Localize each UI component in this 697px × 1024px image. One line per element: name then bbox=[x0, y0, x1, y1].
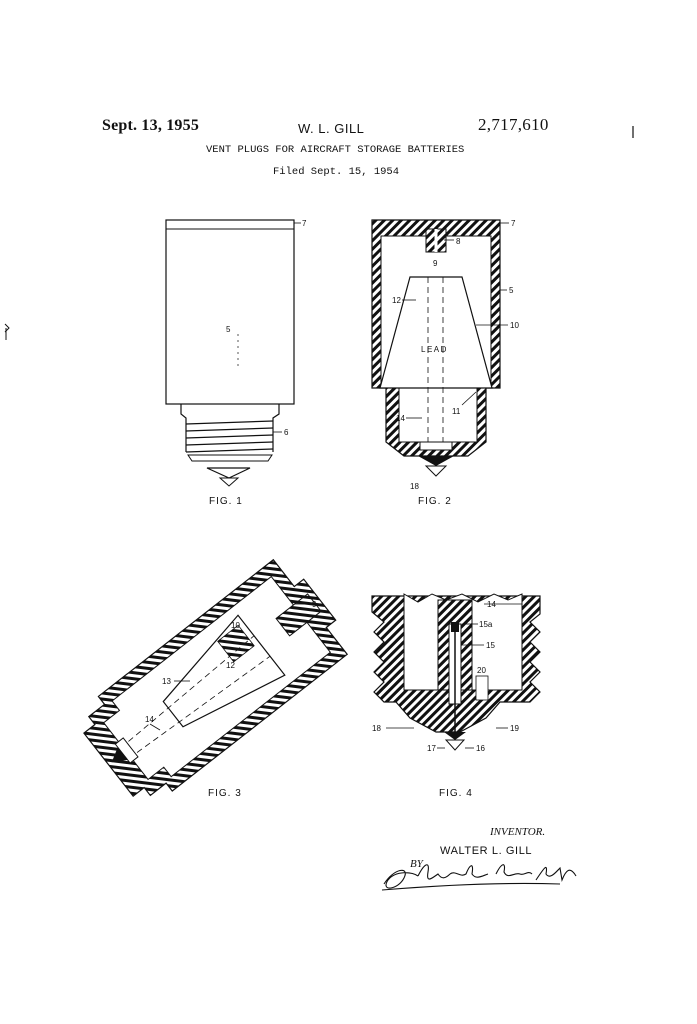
fig2-ref-14: 14 bbox=[396, 414, 405, 423]
inventor-name: WALTER L. GILL bbox=[440, 845, 533, 857]
fig4-ref-17: 17 bbox=[427, 744, 436, 753]
fig2-ref-9: 9 bbox=[433, 259, 438, 268]
fig3-ref-10: 10 bbox=[231, 621, 240, 630]
patent-number: 2,717,610 bbox=[478, 115, 549, 134]
page-mark bbox=[4, 323, 10, 340]
fig4-ref-16: 16 bbox=[476, 744, 485, 753]
fig1-ref-6: 6 bbox=[284, 428, 289, 437]
fig4-label: FIG. 4 bbox=[439, 788, 473, 799]
fig2-ref-10: 10 bbox=[510, 321, 519, 330]
fig2-ref-12: 12 bbox=[392, 296, 401, 305]
fig4-ref-15a: 15a bbox=[479, 620, 493, 629]
fig2-ref-5: 5 bbox=[509, 286, 514, 295]
fig1-label: FIG. 1 bbox=[209, 496, 243, 507]
fig2-ref-8: 8 bbox=[456, 237, 461, 246]
fig1-drawing bbox=[165, 219, 301, 487]
handwritten-signature bbox=[381, 864, 577, 891]
fig4-drawing bbox=[371, 593, 541, 751]
fig4-ref-19: 19 bbox=[510, 724, 519, 733]
fig1-ref-7: 7 bbox=[302, 219, 307, 228]
patent-title: VENT PLUGS FOR AIRCRAFT STORAGE BATTERIE… bbox=[206, 144, 465, 156]
patent-date: Sept. 13, 1955 bbox=[102, 117, 200, 134]
fig4-ref-18: 18 bbox=[372, 724, 381, 733]
inventor-short-name: W. L. GILL bbox=[298, 121, 365, 136]
fig4-ref-15: 15 bbox=[486, 641, 495, 650]
fig4-ref-20: 20 bbox=[477, 666, 486, 675]
fig3-label: FIG. 3 bbox=[208, 788, 242, 799]
fig2-ref-7: 7 bbox=[511, 219, 516, 228]
fig3-ref-14: 14 bbox=[145, 715, 154, 724]
fig2-ref-11: 11 bbox=[452, 407, 461, 416]
fig3-ref-13: 13 bbox=[162, 677, 171, 686]
fig2-label: FIG. 2 bbox=[418, 496, 452, 507]
filed-date: Filed Sept. 15, 1954 bbox=[273, 166, 400, 178]
fig4-ref-14: 14 bbox=[487, 600, 496, 609]
fig3-ref-12: 12 bbox=[226, 661, 235, 670]
fig2-lead-label: LEAD bbox=[421, 345, 448, 354]
inventor-label: INVENTOR. bbox=[490, 826, 546, 838]
fig3-ref-9: 9 bbox=[312, 600, 317, 609]
fig1-ref-5: 5 bbox=[226, 325, 231, 334]
by-label: BY bbox=[410, 858, 423, 870]
fig2-drawing bbox=[371, 219, 509, 477]
fig2-ref-18: 18 bbox=[410, 482, 419, 491]
fig3-drawing bbox=[83, 558, 349, 798]
